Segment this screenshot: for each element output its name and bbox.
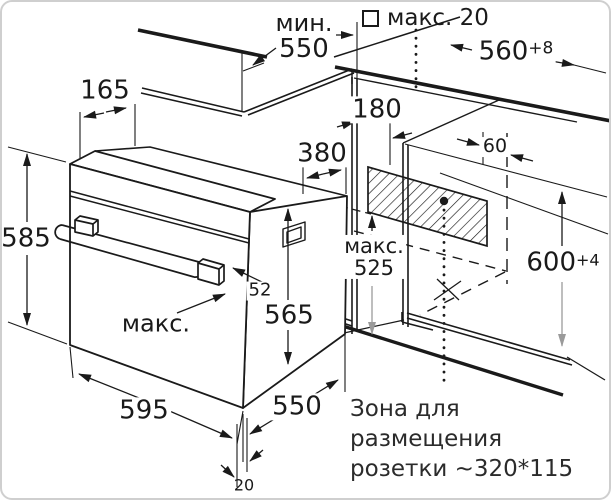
dim-socket-offset-label: 60 [480, 135, 510, 158]
dim-handle-depth-label: 52 [246, 279, 274, 301]
dim-niche-height-label: 600+4 [524, 247, 602, 278]
dim-rear-gap-label: макс. 20 [362, 5, 489, 31]
dim-socket-height-label: макс. 525 [342, 233, 406, 280]
dimension-lines [7, 22, 607, 487]
dim-body-height-label: 565 [262, 300, 316, 331]
dim-oven-width-label: 595 [117, 395, 171, 426]
dim-top-rear-depth-label: 380 [295, 138, 349, 169]
dim-bottom-gap-label: 20 [233, 475, 255, 495]
square-section-icon [362, 9, 379, 27]
wall-edge-left [137, 28, 268, 59]
dim-body-depth-label: 550 [270, 391, 324, 422]
wall-edge-right [333, 16, 461, 58]
niche-bottom-shelf [406, 312, 573, 366]
control-panel-edge [69, 190, 250, 244]
socket-center-dot [439, 196, 449, 206]
dim-niche-width-label: 560+8 [476, 36, 556, 67]
dim-body-height-prefix-label: макс. [121, 309, 191, 338]
dim-niche-depth-min-label: мин. 550 [275, 8, 333, 64]
dim-top-depth-label: 165 [80, 75, 130, 106]
socket-zone [367, 28, 488, 388]
oven-handle [54, 215, 225, 286]
oven-drawing [54, 146, 348, 409]
dim-oven-height-label: 585 [0, 223, 53, 254]
socket-zone-hatch [367, 165, 488, 248]
plinth-edge [329, 320, 564, 397]
worktop-front-edge [334, 65, 611, 123]
niche-right-panel [402, 143, 409, 327]
socket-zone-note: Зона для размещения розетки ~320*115 [350, 396, 574, 482]
oven-front-face [69, 163, 251, 409]
dim-rear-offset-label: 180 [350, 94, 404, 125]
